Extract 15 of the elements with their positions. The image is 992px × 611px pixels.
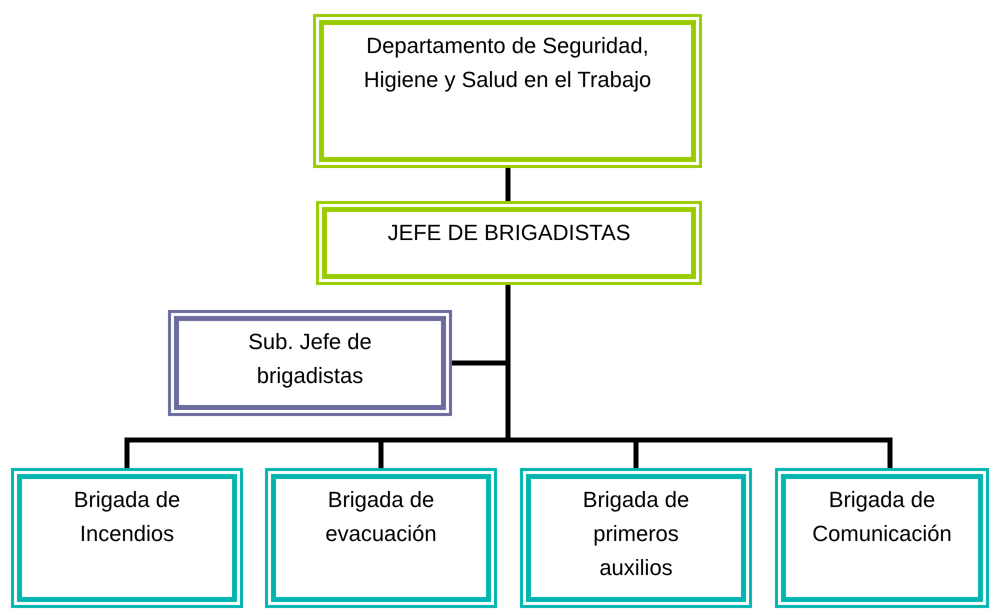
org-box [775, 468, 989, 608]
org-box [168, 310, 452, 416]
org-box [11, 468, 243, 608]
node-label: Brigada de primeros auxilios [582, 486, 690, 582]
connector-line [506, 168, 510, 201]
org-box [313, 14, 702, 168]
node-label: Brigada de evacuación [324, 486, 438, 548]
node-label: JEFE DE BRIGADISTAS [388, 219, 630, 247]
node-label: Departamento de Seguridad, Higiene y Salud en el Trabajo [362, 32, 652, 94]
org-box [520, 468, 752, 608]
node-label: Brigada de Comunicación [811, 486, 953, 548]
node-label: Sub. Jefe de brigadistas [247, 328, 373, 390]
node-label: Brigada de Incendios [72, 486, 182, 548]
org-box [316, 201, 702, 285]
org-box [265, 468, 497, 608]
